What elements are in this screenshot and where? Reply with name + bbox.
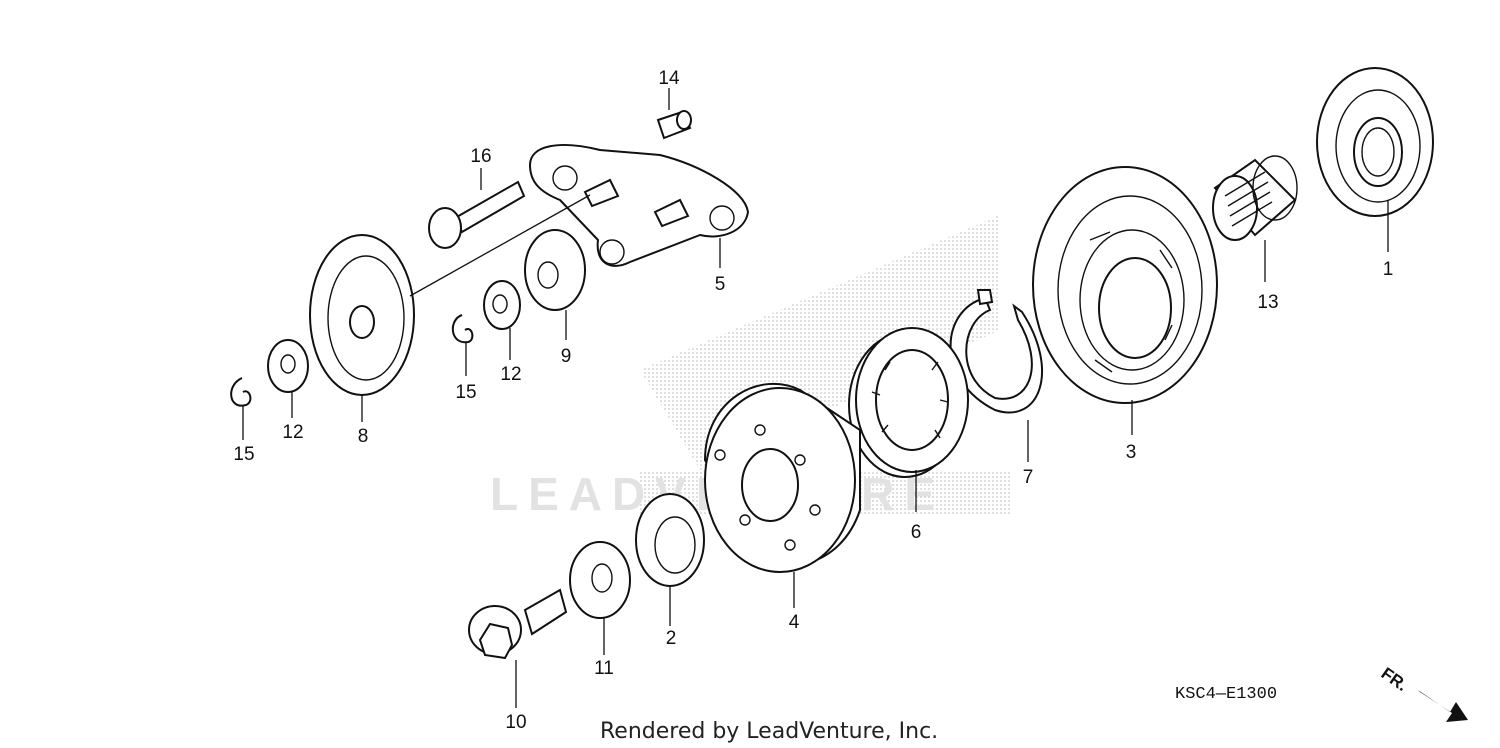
callout-6[interactable]: 6	[911, 522, 922, 543]
part-4-clutch-outer	[703, 382, 861, 573]
part-12-washer-upper	[483, 280, 521, 330]
part-12-washer-lower	[267, 339, 309, 393]
drawing-code: KSC4—E1300	[1175, 685, 1277, 704]
callout-4[interactable]: 4	[789, 612, 800, 633]
leader-lines	[242, 88, 1389, 708]
part-10-flange-bolt	[468, 588, 568, 660]
callout-15-lower[interactable]: 15	[233, 444, 254, 465]
callout-11[interactable]: 11	[594, 658, 614, 679]
callout-1[interactable]: 1	[1383, 259, 1394, 280]
render-credit: Rendered by LeadVenture, Inc.	[600, 719, 938, 744]
callout-9[interactable]: 9	[561, 346, 572, 367]
part-15-circlip-upper	[452, 314, 474, 344]
part-2-small-gear	[635, 493, 705, 587]
callout-14[interactable]: 14	[658, 68, 680, 89]
part-6-one-way-clutch	[848, 327, 969, 478]
part-14-dowel-pin	[656, 110, 692, 140]
part-3-driven-gear	[1032, 166, 1218, 404]
callout-15-upper[interactable]: 15	[455, 382, 476, 403]
callout-12-upper[interactable]: 12	[500, 364, 521, 385]
part-16-socket-bolt	[428, 180, 526, 249]
callout-8[interactable]: 8	[358, 426, 369, 447]
part-13-needle-bearing	[1212, 155, 1298, 241]
part-1-gear	[1316, 67, 1434, 217]
callout-5[interactable]: 5	[715, 274, 726, 295]
callout-16[interactable]: 16	[470, 146, 491, 167]
callout-10[interactable]: 10	[505, 712, 526, 733]
assembly-line	[409, 194, 591, 297]
part-15-circlip-lower	[230, 377, 252, 407]
front-direction-indicator: FR.	[1378, 664, 1468, 722]
callout-7[interactable]: 7	[1023, 467, 1034, 488]
direction-label: FR.	[1378, 664, 1411, 695]
part-11-washer	[569, 541, 631, 619]
part-8-gear	[309, 234, 415, 396]
callout-13[interactable]: 13	[1257, 292, 1278, 313]
part-5-idler-bracket	[528, 144, 750, 267]
front-arrow-icon	[1418, 690, 1468, 722]
callout-3[interactable]: 3	[1126, 442, 1137, 463]
callout-12-lower[interactable]: 12	[282, 422, 303, 443]
part-9-idler-gear	[524, 229, 586, 311]
callouts: 1 13 3 7 6 4 2 11 10 14 16 5 9 12 15 8 1…	[233, 68, 1393, 733]
callout-2[interactable]: 2	[666, 628, 677, 649]
